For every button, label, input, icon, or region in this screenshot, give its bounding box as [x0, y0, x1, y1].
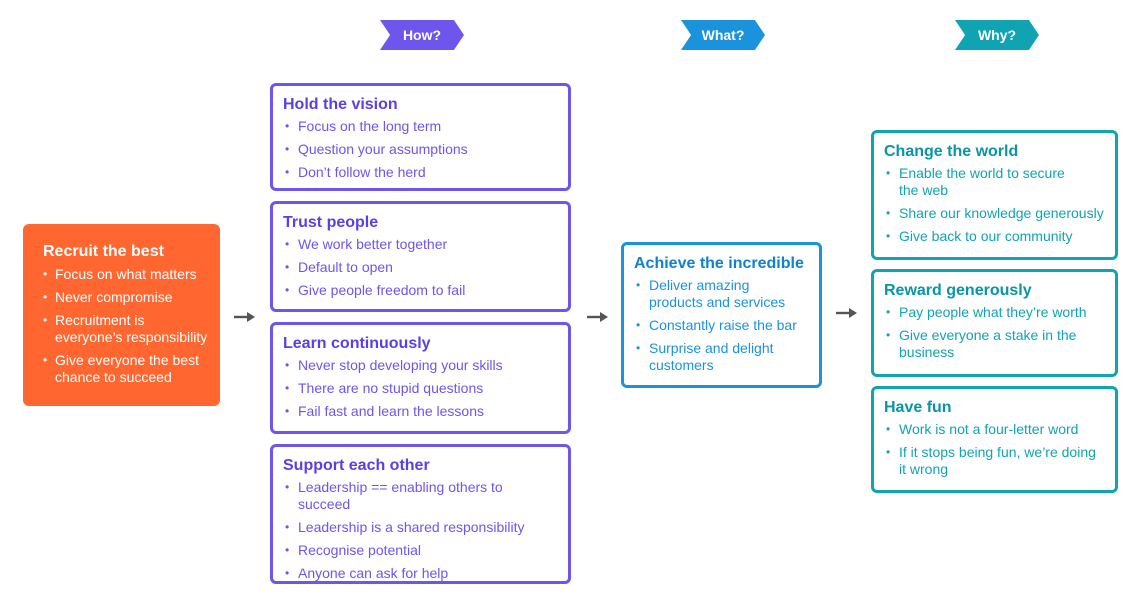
card-item: Don’t follow the herd	[283, 164, 558, 181]
card-item: Deliver amazing products and services	[634, 277, 789, 311]
recruit-title: Recruit the best	[43, 243, 164, 260]
card-title: Change the world	[884, 143, 1019, 160]
why-card-have-fun: Have fun Work is not a four-letter word …	[871, 386, 1118, 493]
what-tag: What?	[681, 20, 765, 50]
card-title: Trust people	[283, 214, 379, 231]
recruit-item: Focus on what matters	[43, 266, 205, 283]
how-card-support-each-other: Support each other Leadership == enablin…	[270, 444, 571, 584]
why-card-change-the-world: Change the world Enable the world to sec…	[871, 130, 1118, 260]
how-tag: How?	[380, 20, 464, 50]
recruit-item: Give everyone the best chance to succeed	[43, 352, 205, 386]
card-item: There are no stupid questions	[283, 380, 558, 397]
card-item: Enable the world to secure the web	[884, 165, 1074, 199]
card-item: Work is not a four-letter word	[884, 421, 1105, 438]
card-item: Default to open	[283, 259, 558, 276]
card-item: Give everyone a stake in the business	[884, 327, 1089, 361]
card-item: Surprise and delight customers	[634, 340, 789, 374]
card-item: Give back to our community	[884, 228, 1105, 245]
card-item: Give people freedom to fail	[283, 282, 558, 299]
card-title: Have fun	[884, 399, 952, 416]
why-card-reward-generously: Reward generously Pay people what they’r…	[871, 269, 1118, 377]
card-title: Achieve the incredible	[634, 255, 804, 272]
card-item: Anyone can ask for help	[283, 565, 558, 582]
card-title: Hold the vision	[283, 96, 398, 113]
arrow-right-icon	[587, 312, 608, 322]
card-item: Focus on the long term	[283, 118, 558, 135]
card-item: Leadership is a shared responsibility	[283, 519, 558, 536]
recruit-list: Focus on what matters Never compromise R…	[43, 266, 208, 386]
card-item: Never stop developing your skills	[283, 357, 558, 374]
recruit-card: Recruit the best Focus on what matters N…	[23, 224, 220, 406]
card-item: If it stops being fun, we’re doing it wr…	[884, 444, 1104, 478]
card-title: Reward generously	[884, 282, 1032, 299]
arrow-right-icon	[234, 312, 255, 322]
card-item: Constantly raise the bar	[634, 317, 809, 334]
card-item: Leadership == enabling others to succeed	[283, 479, 558, 513]
card-title: Support each other	[283, 457, 430, 474]
card-item: Recognise potential	[283, 542, 558, 559]
card-item: Fail fast and learn the lessons	[283, 403, 558, 420]
card-item: Question your assumptions	[283, 141, 558, 158]
how-card-learn-continuously: Learn continuously Never stop developing…	[270, 322, 571, 434]
card-item: Share our knowledge generously	[884, 205, 1105, 222]
how-card-hold-the-vision: Hold the vision Focus on the long term Q…	[270, 83, 571, 191]
card-item: We work better together	[283, 236, 558, 253]
recruit-item: Recruitment is everyone’s responsibility	[43, 312, 213, 346]
what-card-achieve-the-incredible: Achieve the incredible Deliver amazing p…	[621, 242, 822, 388]
recruit-item: Never compromise	[43, 289, 208, 306]
how-card-trust-people: Trust people We work better together Def…	[270, 201, 571, 312]
card-title: Learn continuously	[283, 335, 431, 352]
card-item: Pay people what they’re worth	[884, 304, 1105, 321]
why-tag: Why?	[955, 20, 1039, 50]
arrow-right-icon	[836, 308, 857, 318]
